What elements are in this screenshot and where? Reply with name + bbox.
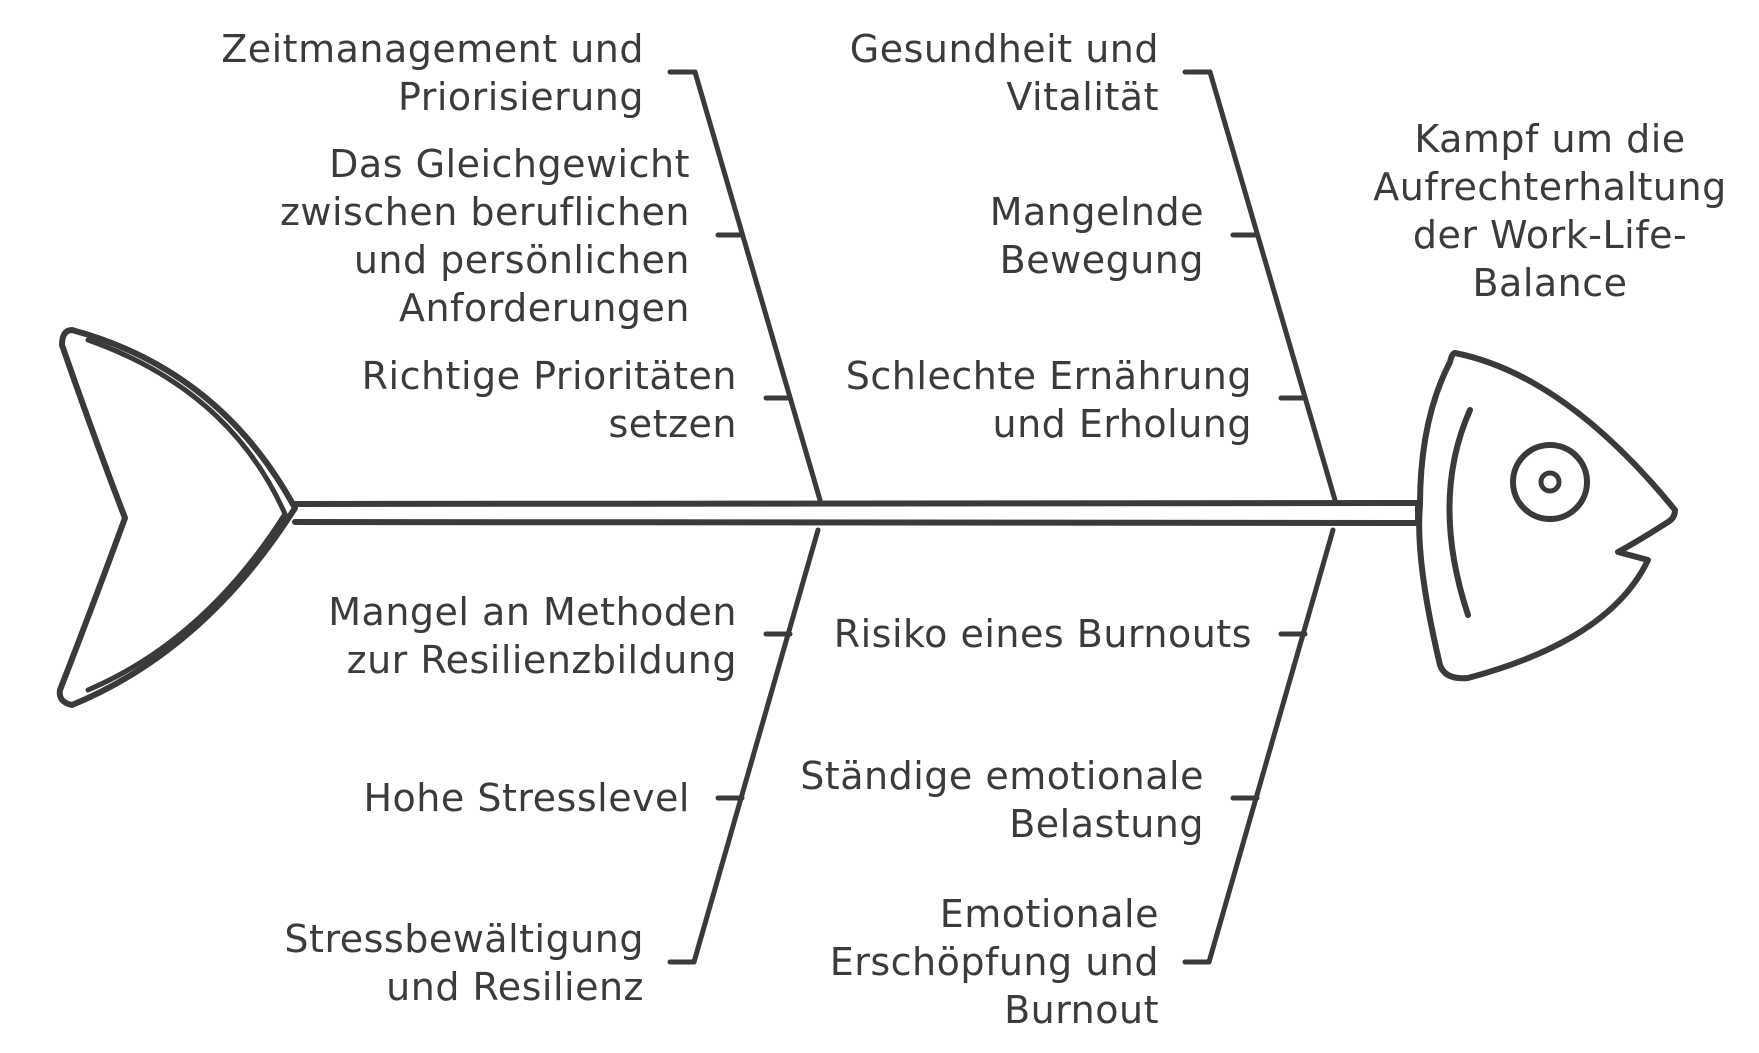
cause-label-top-left-2: Das Gleichgewicht zwischen beruflichen u… xyxy=(280,140,690,332)
cause-label-bottom-right-2: Ständige emotionale Belastung xyxy=(800,752,1204,848)
cause-label-top-left-3: Richtige Prioritäten setzen xyxy=(362,352,737,448)
fish-eye xyxy=(1513,445,1587,519)
cause-label-top-right-3: Schlechte Ernährung und Erholung xyxy=(846,352,1252,448)
cause-label-bottom-left-3: Stressbewältigung und Resilienz xyxy=(284,915,644,1011)
bone-bottom-right xyxy=(1185,530,1333,962)
cause-label-top-left-1: Zeitmanagement und Priorisierung xyxy=(221,25,644,121)
cause-label-bottom-left-2: Hohe Stresslevel xyxy=(363,774,690,822)
cause-label-bottom-right-1: Risiko eines Burnouts xyxy=(834,610,1252,658)
cause-label-top-right-2: Mangelnde Bewegung xyxy=(990,188,1204,284)
cause-label-bottom-left-1: Mangel an Methoden zur Resilienzbildung xyxy=(328,588,737,684)
cause-label-bottom-right-3: Emotionale Erschöpfung und Burnout xyxy=(830,890,1159,1034)
cause-label-top-right-1: Gesundheit und Vitalität xyxy=(850,25,1159,121)
fish-tail xyxy=(60,330,295,705)
fish-spine xyxy=(295,503,1418,523)
head-label: Kampf um die Aufrechterhaltung der Work-… xyxy=(1345,115,1755,307)
fish-head xyxy=(1419,353,1675,678)
